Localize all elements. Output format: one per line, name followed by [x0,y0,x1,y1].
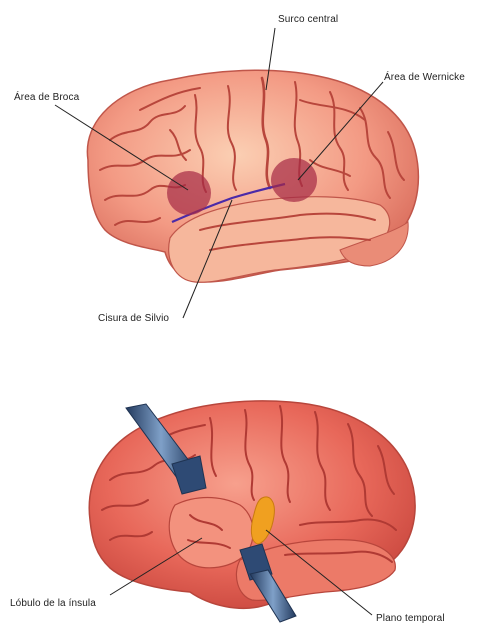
bottom-brain [89,401,415,622]
sylvian-fissure-label: Cisura de Silvio [98,313,169,324]
insula-region [169,498,253,568]
broca-area-label: Área de Broca [14,92,79,103]
broca-area-marker [167,171,211,215]
insular-lobe-label: Lóbulo de la ínsula [10,598,96,609]
top-brain [55,28,418,318]
planum-temporale-label: Plano temporal [376,613,445,624]
central-sulcus-label: Surco central [278,14,338,25]
wernicke-area-label: Área de Wernicke [384,72,465,83]
wernicke-area-marker [271,158,317,202]
